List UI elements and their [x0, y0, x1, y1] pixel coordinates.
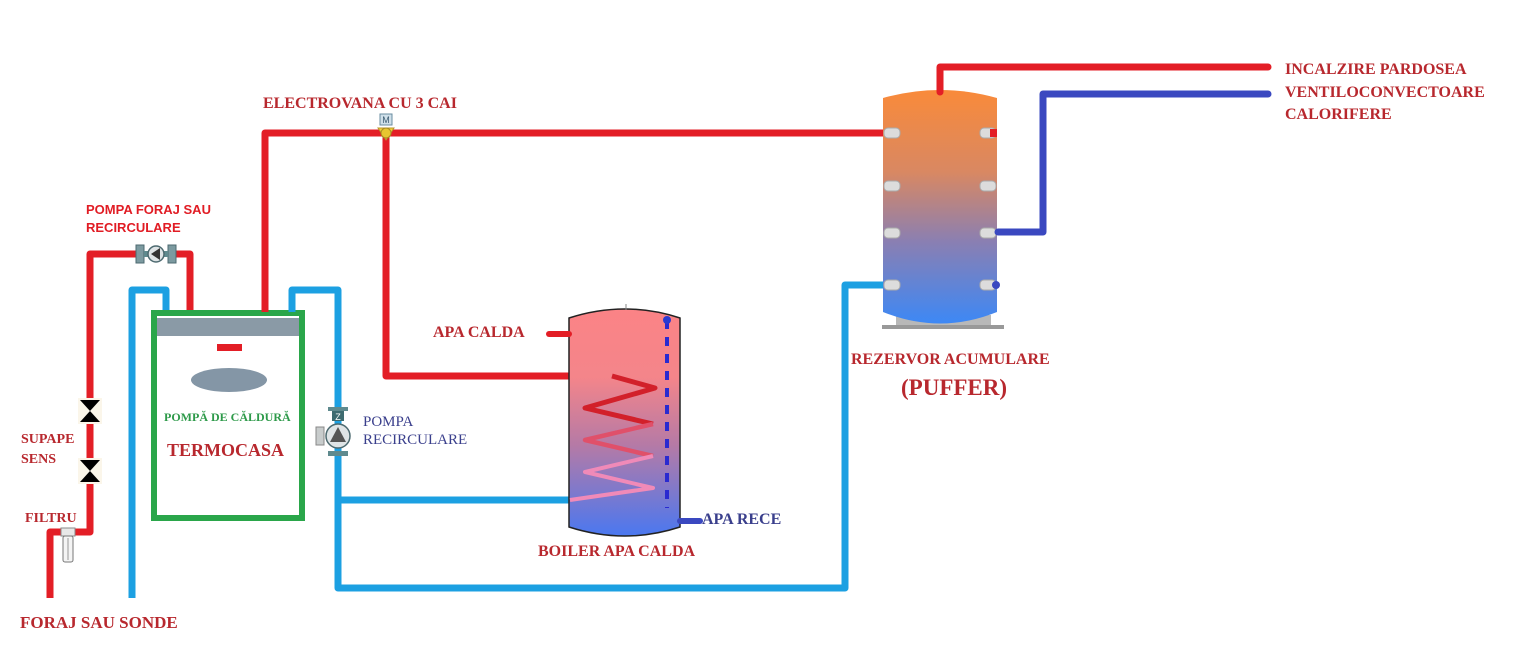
cold-water-label: APA RECE — [702, 511, 782, 528]
source-hot-pipe — [46, 250, 194, 598]
source-cold-pipe — [128, 286, 170, 598]
source-label: FORAJ SAU SONDE — [20, 613, 178, 632]
valve-motor-letter: M — [382, 115, 390, 125]
heat-pump-display-icon — [191, 368, 267, 392]
output-label-radiators: CALORIFERE — [1285, 106, 1392, 123]
output-label-floor-heating: INCALZIRE PARDOSEA — [1285, 61, 1467, 78]
well-pump-icon — [135, 244, 177, 264]
heat-pump-brand-label: TERMOCASA — [167, 440, 285, 460]
main-hot-pipe — [261, 129, 885, 380]
check-valves-label-line2: SENS — [21, 452, 57, 467]
check-valve-icon — [78, 398, 102, 424]
buffer-label-line1: REZERVOR ACUMULARE — [851, 351, 1050, 368]
heat-pump-indicator-icon — [217, 344, 242, 351]
well-pump-label-line1: POMPA FORAJ SAU — [86, 202, 211, 217]
boiler-coil — [582, 373, 658, 427]
output-label-fan-coils: VENTILOCONVECTOARE — [1285, 84, 1485, 101]
recirculation-pump-icon: Z — [315, 407, 351, 456]
consumer-supply-pipe — [936, 63, 1272, 96]
return-cold-pipe — [288, 281, 885, 592]
boiler-label: BOILER APA CALDA — [538, 543, 696, 560]
hot-water-label: APA CALDA — [433, 324, 525, 341]
filter-icon — [60, 527, 76, 563]
recirc-pump-label-line2: RECIRCULARE — [363, 432, 468, 448]
buffer-tank — [882, 90, 1004, 329]
buffer-label-line2: (PUFFER) — [901, 375, 1008, 400]
three-way-valve-icon: M — [377, 113, 395, 141]
electrovalve-label: ELECTROVANA CU 3 CAI — [263, 95, 457, 112]
hot-water-boiler — [546, 304, 703, 537]
heat-pump-unit — [151, 310, 305, 521]
check-valve-icon — [78, 458, 102, 484]
svg-text:Z: Z — [335, 412, 341, 422]
well-pump-label-line2: RECIRCULARE — [86, 220, 181, 235]
filter-label: FILTRU — [25, 511, 77, 526]
check-valves-label-line1: SUPAPE — [21, 432, 75, 447]
recirc-pump-label-line1: POMPA — [363, 414, 414, 430]
consumer-return-pipe — [994, 90, 1272, 236]
heat-pump-type-label: POMPĂ DE CĂLDURĂ — [164, 410, 291, 424]
